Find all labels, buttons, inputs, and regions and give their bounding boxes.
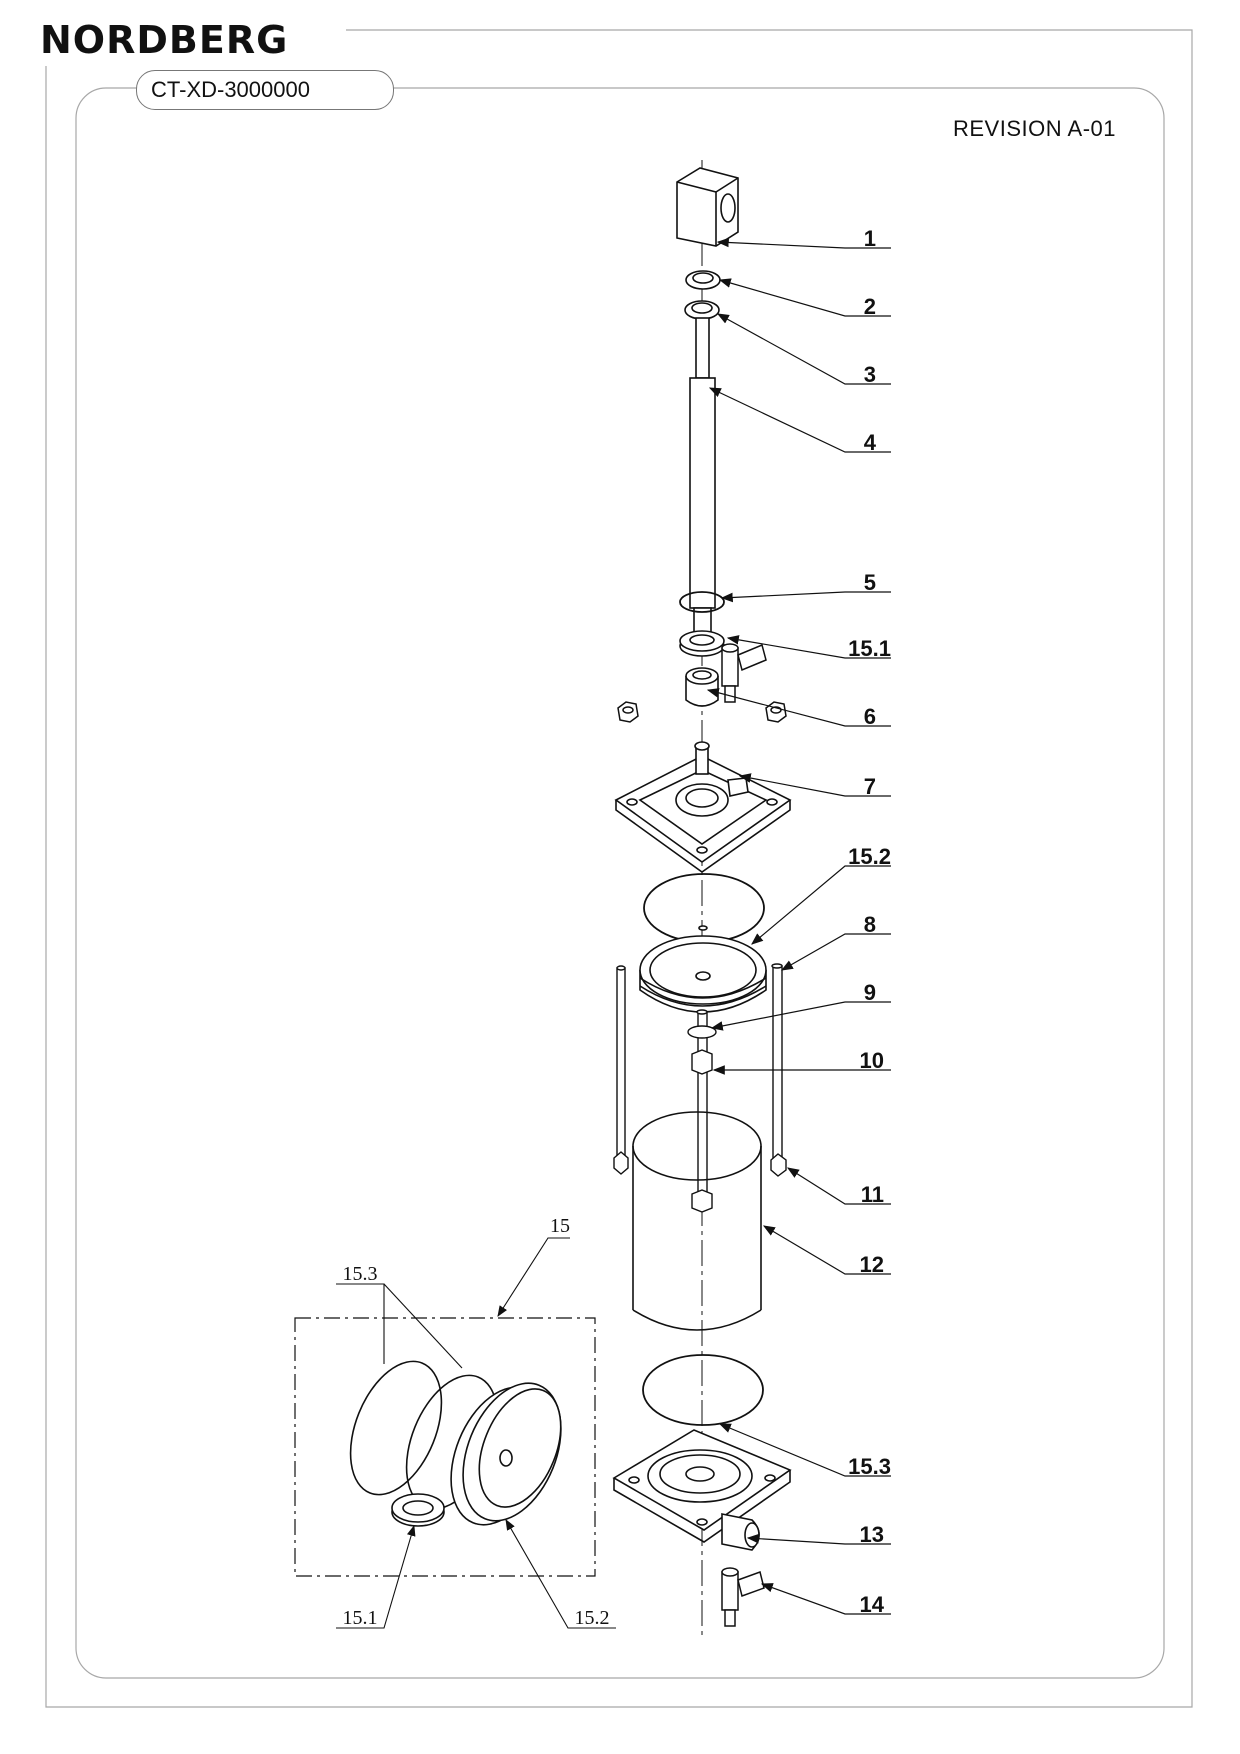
- callout-7: 7: [864, 774, 876, 799]
- callout-11: 11: [861, 1182, 884, 1207]
- callout-14: 14: [860, 1592, 885, 1617]
- part-o-ring-upper: [643, 873, 765, 943]
- brand-logo: NORDBERG: [40, 18, 289, 62]
- part-rod-seal: [679, 630, 725, 657]
- part-wiper-seal: [685, 270, 721, 290]
- callout-10: 10: [860, 1048, 884, 1073]
- part-cylinder-barrel: [632, 1111, 762, 1331]
- callout-15-1: 15.1: [848, 636, 891, 661]
- part-o-ring-lower: [642, 1354, 764, 1426]
- part-fitting-lower: [721, 1567, 765, 1627]
- kit-part-piston: [450, 1382, 562, 1526]
- sheet-border: [45, 29, 1193, 1708]
- callout-9: 9: [864, 980, 876, 1005]
- kit-part-seal: [391, 1493, 445, 1527]
- kit-label: 15: [550, 1215, 570, 1237]
- kit-label-15-3: 15.3: [343, 1263, 378, 1285]
- callout-15-2: 15.2: [848, 844, 891, 869]
- part-tie-rod-right: [770, 963, 787, 1177]
- part-guide-ring: [684, 300, 720, 320]
- kit-label-15-1: 15.1: [343, 1607, 378, 1629]
- callout-3: 3: [864, 362, 876, 387]
- callout-6: 6: [864, 704, 876, 729]
- part-bushing: [685, 667, 719, 707]
- part-hex-nut-left: [617, 701, 639, 723]
- callout-2: 2: [864, 294, 876, 319]
- part-piston-rod: [689, 317, 716, 639]
- part-tie-rod-left: [613, 965, 629, 1175]
- callout-8: 8: [864, 912, 876, 937]
- leader-lines: [706, 237, 891, 1615]
- callout-15-3: 15.3: [848, 1454, 891, 1479]
- part-fitting-upper: [721, 643, 767, 703]
- revision-label: REVISION A-01: [952, 116, 1116, 141]
- kit-box: [294, 1317, 596, 1577]
- callout-13: 13: [860, 1522, 884, 1547]
- part-center-stud: [687, 1009, 717, 1213]
- callout-1: 1: [864, 226, 876, 251]
- callout-4: 4: [864, 430, 877, 455]
- callout-5: 5: [864, 570, 876, 595]
- document-number: CT-XD-3000000: [136, 70, 394, 110]
- callout-12: 12: [860, 1252, 884, 1277]
- kit-label-15-2: 15.2: [575, 1607, 610, 1629]
- part-clevis-block: [676, 167, 739, 247]
- part-top-cover: [614, 741, 792, 873]
- part-hex-nut-right: [765, 701, 787, 723]
- kit-leader-lines: [336, 1237, 616, 1629]
- part-piston: [639, 925, 767, 1013]
